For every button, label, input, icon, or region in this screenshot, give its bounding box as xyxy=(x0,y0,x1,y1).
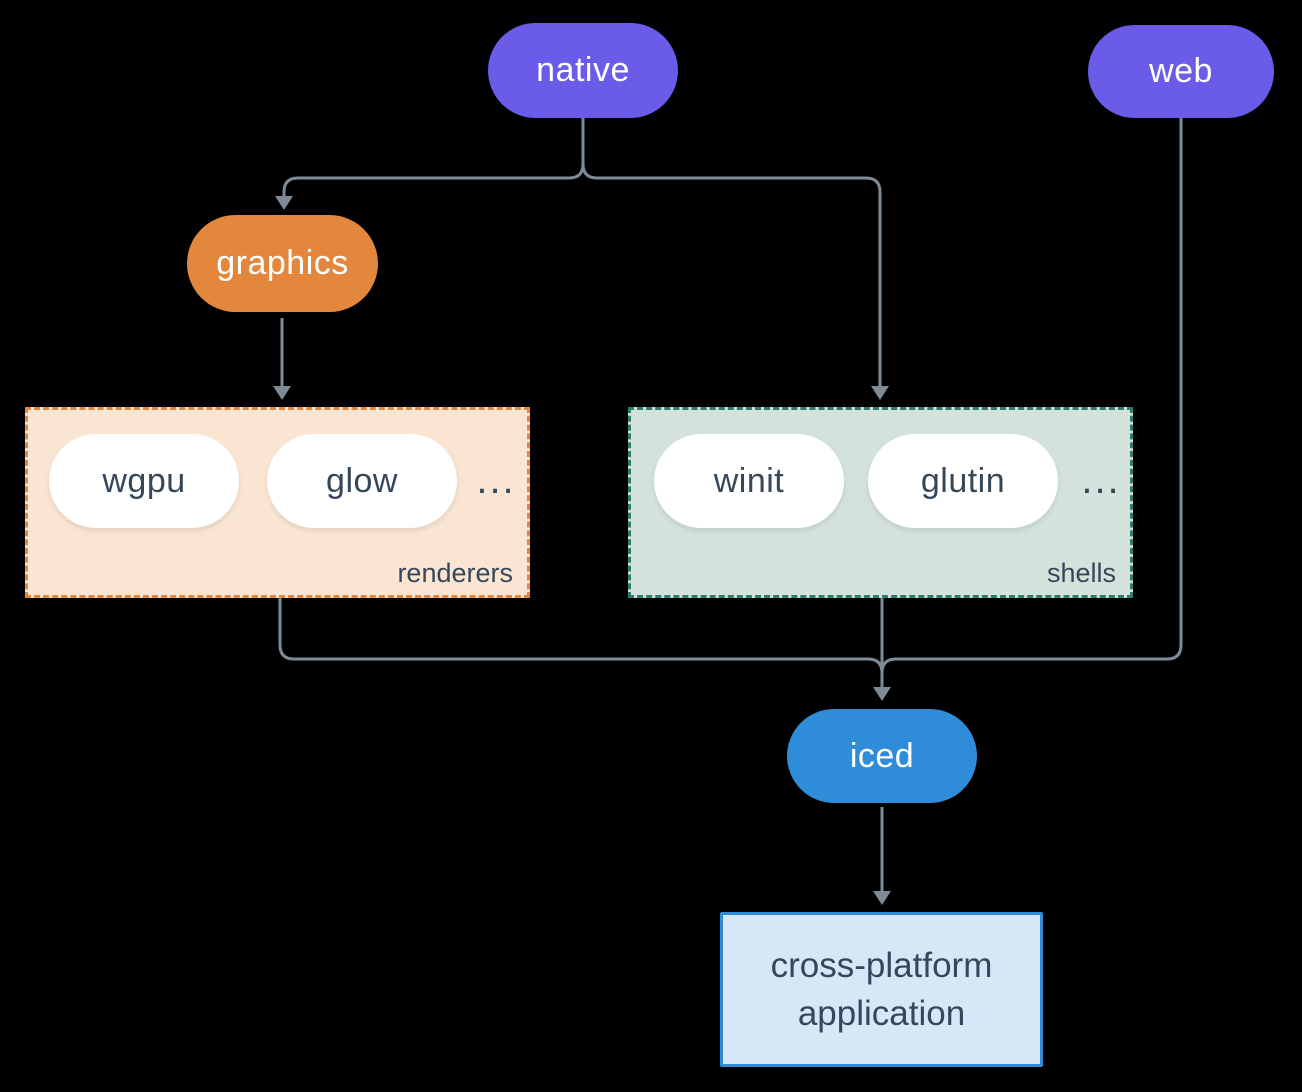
connector-native-to-graphics xyxy=(282,163,585,196)
connector-web-to-junction xyxy=(880,118,1183,674)
arrowhead-shells-icon xyxy=(871,386,889,400)
node-graphics: graphics xyxy=(187,215,378,312)
connector-native-to-shells xyxy=(581,163,882,386)
node-cross-platform-application: cross-platform application xyxy=(720,912,1043,1067)
group-shells: winit glutin ... shells xyxy=(628,407,1133,598)
arrowhead-graphics-icon xyxy=(275,196,293,210)
node-iced: iced xyxy=(787,709,977,803)
renderers-group-label: renderers xyxy=(397,558,513,588)
connector-renderers-to-junction xyxy=(278,598,884,674)
group-renderers: wgpu glow ... renderers xyxy=(25,407,530,598)
node-wgpu: wgpu xyxy=(49,434,239,528)
arrowhead-application-icon xyxy=(873,891,891,905)
node-glutin: glutin xyxy=(868,434,1058,528)
node-glow: glow xyxy=(267,434,457,528)
shells-group-label: shells xyxy=(1046,558,1116,588)
arrowhead-renderers-icon xyxy=(273,386,291,400)
arrowhead-iced-icon xyxy=(873,687,891,701)
application-label-line1: cross-platform xyxy=(770,945,993,985)
application-label-line2: application xyxy=(797,993,966,1033)
node-native: native xyxy=(488,23,678,118)
renderers-ellipsis: ... xyxy=(476,458,516,502)
shells-ellipsis: ... xyxy=(1081,458,1121,502)
node-winit: winit xyxy=(654,434,844,528)
node-web: web xyxy=(1088,25,1274,118)
